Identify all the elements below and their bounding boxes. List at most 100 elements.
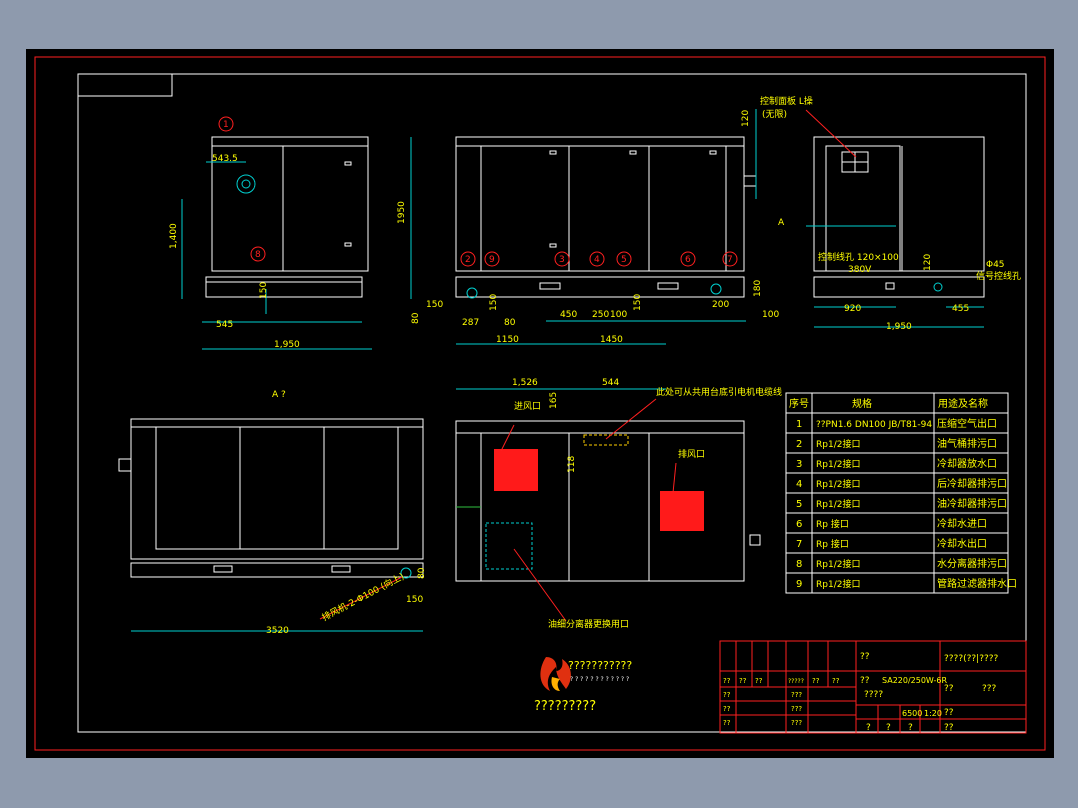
company-logo: ??????????? ? ? ? ? ? ? ? ? ? ? ? ? ????…: [534, 657, 632, 714]
outlet-vent: [660, 491, 704, 531]
tb-left-3: ?????: [788, 678, 804, 685]
dim-920: 920: [844, 304, 861, 314]
dim-1450: 1450: [600, 335, 623, 345]
note-cable: 此处可从共用台底引电机电缆线: [656, 386, 782, 398]
tb-scale: 1:20: [924, 709, 942, 718]
dim-150-viewa: 150: [406, 595, 423, 605]
tb-model-label: ??: [860, 676, 870, 686]
tb-left-5: ??: [832, 677, 840, 685]
table-cell-r5-c2: Rp1/2接口: [816, 498, 860, 510]
front-view: 1 8 543.5 1,400 150 545 1,950: [169, 116, 372, 350]
dim-150-side: 150: [426, 300, 443, 310]
inlet-vent: [494, 449, 538, 491]
dim-450: 450: [560, 310, 577, 320]
corner-box: [77, 73, 173, 97]
table-cell-r3-c1: 3: [796, 459, 802, 470]
right-view: 控制面板 L操 (无限) A 控制线孔 120×100 380V Φ45 信号控…: [760, 95, 1021, 332]
dim-3520: 3520: [266, 626, 289, 636]
tb-material: ??: [860, 652, 870, 662]
table-cell-r2-c2: Rp1/2接口: [816, 438, 860, 450]
table-cell-r6-c3: 冷却水进口: [937, 517, 987, 530]
dim-80b: 80: [504, 318, 516, 328]
callout-1: 1: [223, 120, 229, 130]
dim-120-side: 120: [741, 110, 751, 127]
tb-weight: 6500: [902, 709, 922, 718]
dim-118: 118: [567, 456, 577, 473]
table-cell-r4-c2: Rp1/2接口: [816, 478, 860, 490]
note-exhaust: 排风机-2-Φ100 (向上): [320, 570, 406, 623]
callout-9: 9: [489, 255, 495, 265]
logo-line3: ?????????: [534, 699, 596, 714]
table-cell-r7-c2: Rp 接口: [816, 538, 849, 550]
dim-150c: 150: [633, 294, 643, 311]
dim-165: 165: [549, 392, 559, 409]
callout-4: 4: [594, 255, 600, 265]
table-cell-r7-c3: 冷却水出口: [937, 537, 987, 550]
dim-120-right: 120: [923, 254, 933, 271]
tb-drawing-name: ??: [944, 684, 954, 694]
cad-drawing: 1 8 543.5 1,400 150 545 1,950 2 9 3 4 5 …: [34, 56, 1046, 751]
table-cell-r8-c2: Rp1/2接口: [816, 558, 860, 570]
dim-1950-side: 1950: [397, 201, 407, 224]
tb-stage: ????: [864, 690, 883, 700]
dim-455: 455: [952, 304, 969, 314]
tb-cell-a: ?: [866, 723, 871, 733]
dim-1150: 1150: [496, 335, 519, 345]
dim-1400: 1,400: [169, 223, 179, 249]
table-cell-r1-c2: ??PN1.6 DN100 JB/T81-94: [816, 420, 932, 430]
tb-sheet: ??: [944, 708, 954, 718]
callout-3: 3: [559, 255, 565, 265]
dim-180: 180: [753, 280, 763, 297]
dim-544: 544: [602, 378, 619, 388]
tb-company: ????(??|????: [944, 654, 999, 664]
dim-100: 100: [610, 310, 627, 320]
dim-100b: 100: [762, 310, 779, 320]
callout-8: 8: [255, 250, 261, 260]
table-header-spec: 规格: [852, 397, 872, 410]
table-cell-r2-c3: 油气桶排污口: [937, 437, 997, 450]
tb-mid-2: ???: [791, 719, 802, 727]
callout-7: 7: [727, 255, 733, 265]
table-cell-r8-c1: 8: [796, 559, 802, 570]
table-cell-r4-c3: 后冷却器排污口: [937, 477, 1007, 490]
table-cell-r2-c1: 2: [796, 439, 802, 450]
outer-border: [34, 56, 1046, 751]
label-control-panel-sub: (无限): [762, 109, 787, 120]
tb-left-8: ??: [723, 719, 731, 727]
view-a: A ? 排风机-2-Φ100 (向上) 80 150 3520: [118, 390, 427, 636]
tb-drawing-no: ???: [982, 684, 997, 694]
dim-1950-front: 1,950: [274, 340, 300, 350]
label-signal-hole: 信号控线孔: [976, 270, 1021, 282]
tb-left-2: ??: [755, 677, 763, 685]
tb-cell-b: ?: [886, 723, 891, 733]
tb-left-4: ??: [812, 677, 820, 685]
dim-287: 287: [462, 318, 479, 328]
plan-view: 1,526 544 165 118 此处可从共用台底引电机电缆线 进风口 排风口…: [455, 378, 782, 630]
table-cell-r9-c3: 管路过滤器排水口: [937, 577, 1017, 590]
side-view: 2 9 3 4 5 6 7 1950 150 80 287 150 80 450…: [397, 109, 779, 345]
table-cell-r3-c3: 冷却器放水口: [937, 457, 997, 470]
tb-model: SA220/250W-6R: [882, 676, 947, 685]
table-cell-r1-c3: 压缩空气出口: [937, 417, 997, 430]
drawing-canvas: 1 8 543.5 1,400 150 545 1,950 2 9 3 4 5 …: [26, 49, 1054, 758]
logo-line1: ???????????: [568, 659, 632, 672]
dim-80-viewa: 80: [417, 567, 427, 579]
table-header-no: 序号: [789, 397, 809, 410]
table-cell-r9-c2: Rp1/2接口: [816, 578, 860, 590]
table-cell-r5-c1: 5: [796, 499, 802, 510]
label-phi45: Φ45: [986, 260, 1005, 270]
logo-line2: ? ? ? ? ? ? ? ? ? ? ? ?: [570, 676, 629, 683]
dim-545: 545: [216, 320, 233, 330]
dim-80-side: 80: [411, 312, 421, 324]
tb-mid-0: ???: [791, 691, 802, 699]
tb-left-6: ??: [723, 691, 731, 699]
label-control-hole: 控制线孔 120×100: [818, 251, 899, 263]
table-cell-r4-c1: 4: [796, 479, 802, 490]
label-voltage: 380V: [848, 265, 872, 275]
dim-150-front: 150: [259, 282, 269, 299]
note-oil-separator: 油细分离器更换用口: [548, 618, 629, 630]
tb-cell-c: ?: [908, 723, 913, 733]
dim-1950-right: 1,950: [886, 322, 912, 332]
table-cell-r6-c2: Rp 接口: [816, 518, 849, 530]
